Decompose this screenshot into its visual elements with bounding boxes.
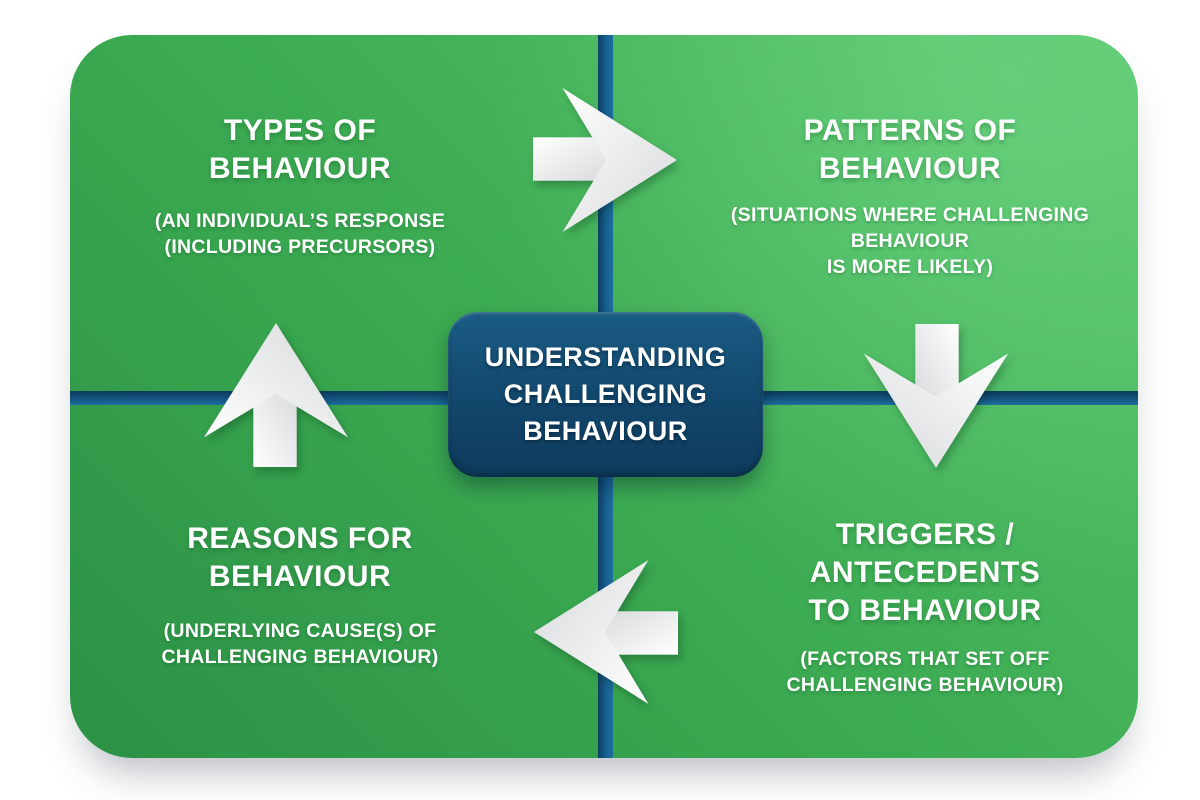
quadrant-heading: TRIGGERS / ANTECEDENTS TO BEHAVIOUR — [808, 518, 1042, 627]
arrow-right-icon — [531, 86, 679, 234]
arrow-down-icon — [862, 322, 1010, 470]
quadrant-triggers-antecedents: TRIGGERS / ANTECEDENTS TO BEHAVIOUR (FAC… — [695, 516, 1155, 698]
quadrant-types-of-behaviour: TYPES OF BEHAVIOUR (AN INDIVIDUAL’S RESP… — [85, 112, 515, 260]
quadrant-reasons-for-behaviour: REASONS FOR BEHAVIOUR (UNDERLYING CAUSE(… — [85, 520, 515, 670]
quadrant-subtext: (FACTORS THAT SET OFF CHALLENGING BEHAVI… — [786, 648, 1064, 696]
quadrant-subtext: (AN INDIVIDUAL’S RESPONSE (INCLUDING PRE… — [154, 210, 446, 258]
arrow-left-icon — [532, 558, 680, 706]
diagram-title: UNDERSTANDING CHALLENGING BEHAVIOUR — [484, 342, 727, 446]
quadrant-heading: PATTERNS OF BEHAVIOUR — [803, 114, 1017, 185]
arrow-up-icon — [202, 321, 350, 469]
quadrant-subtext: (SITUATIONS WHERE CHALLENGING BEHAVIOUR … — [730, 204, 1090, 278]
quadrant-heading: REASONS FOR BEHAVIOUR — [187, 522, 413, 593]
quadrant-patterns-of-behaviour: PATTERNS OF BEHAVIOUR (SITUATIONS WHERE … — [685, 112, 1135, 280]
center-title-box: UNDERSTANDING CHALLENGING BEHAVIOUR — [448, 312, 763, 477]
quadrant-subtext: (UNDERLYING CAUSE(S) OF CHALLENGING BEHA… — [161, 620, 439, 668]
quadrant-heading: TYPES OF BEHAVIOUR — [208, 114, 392, 185]
